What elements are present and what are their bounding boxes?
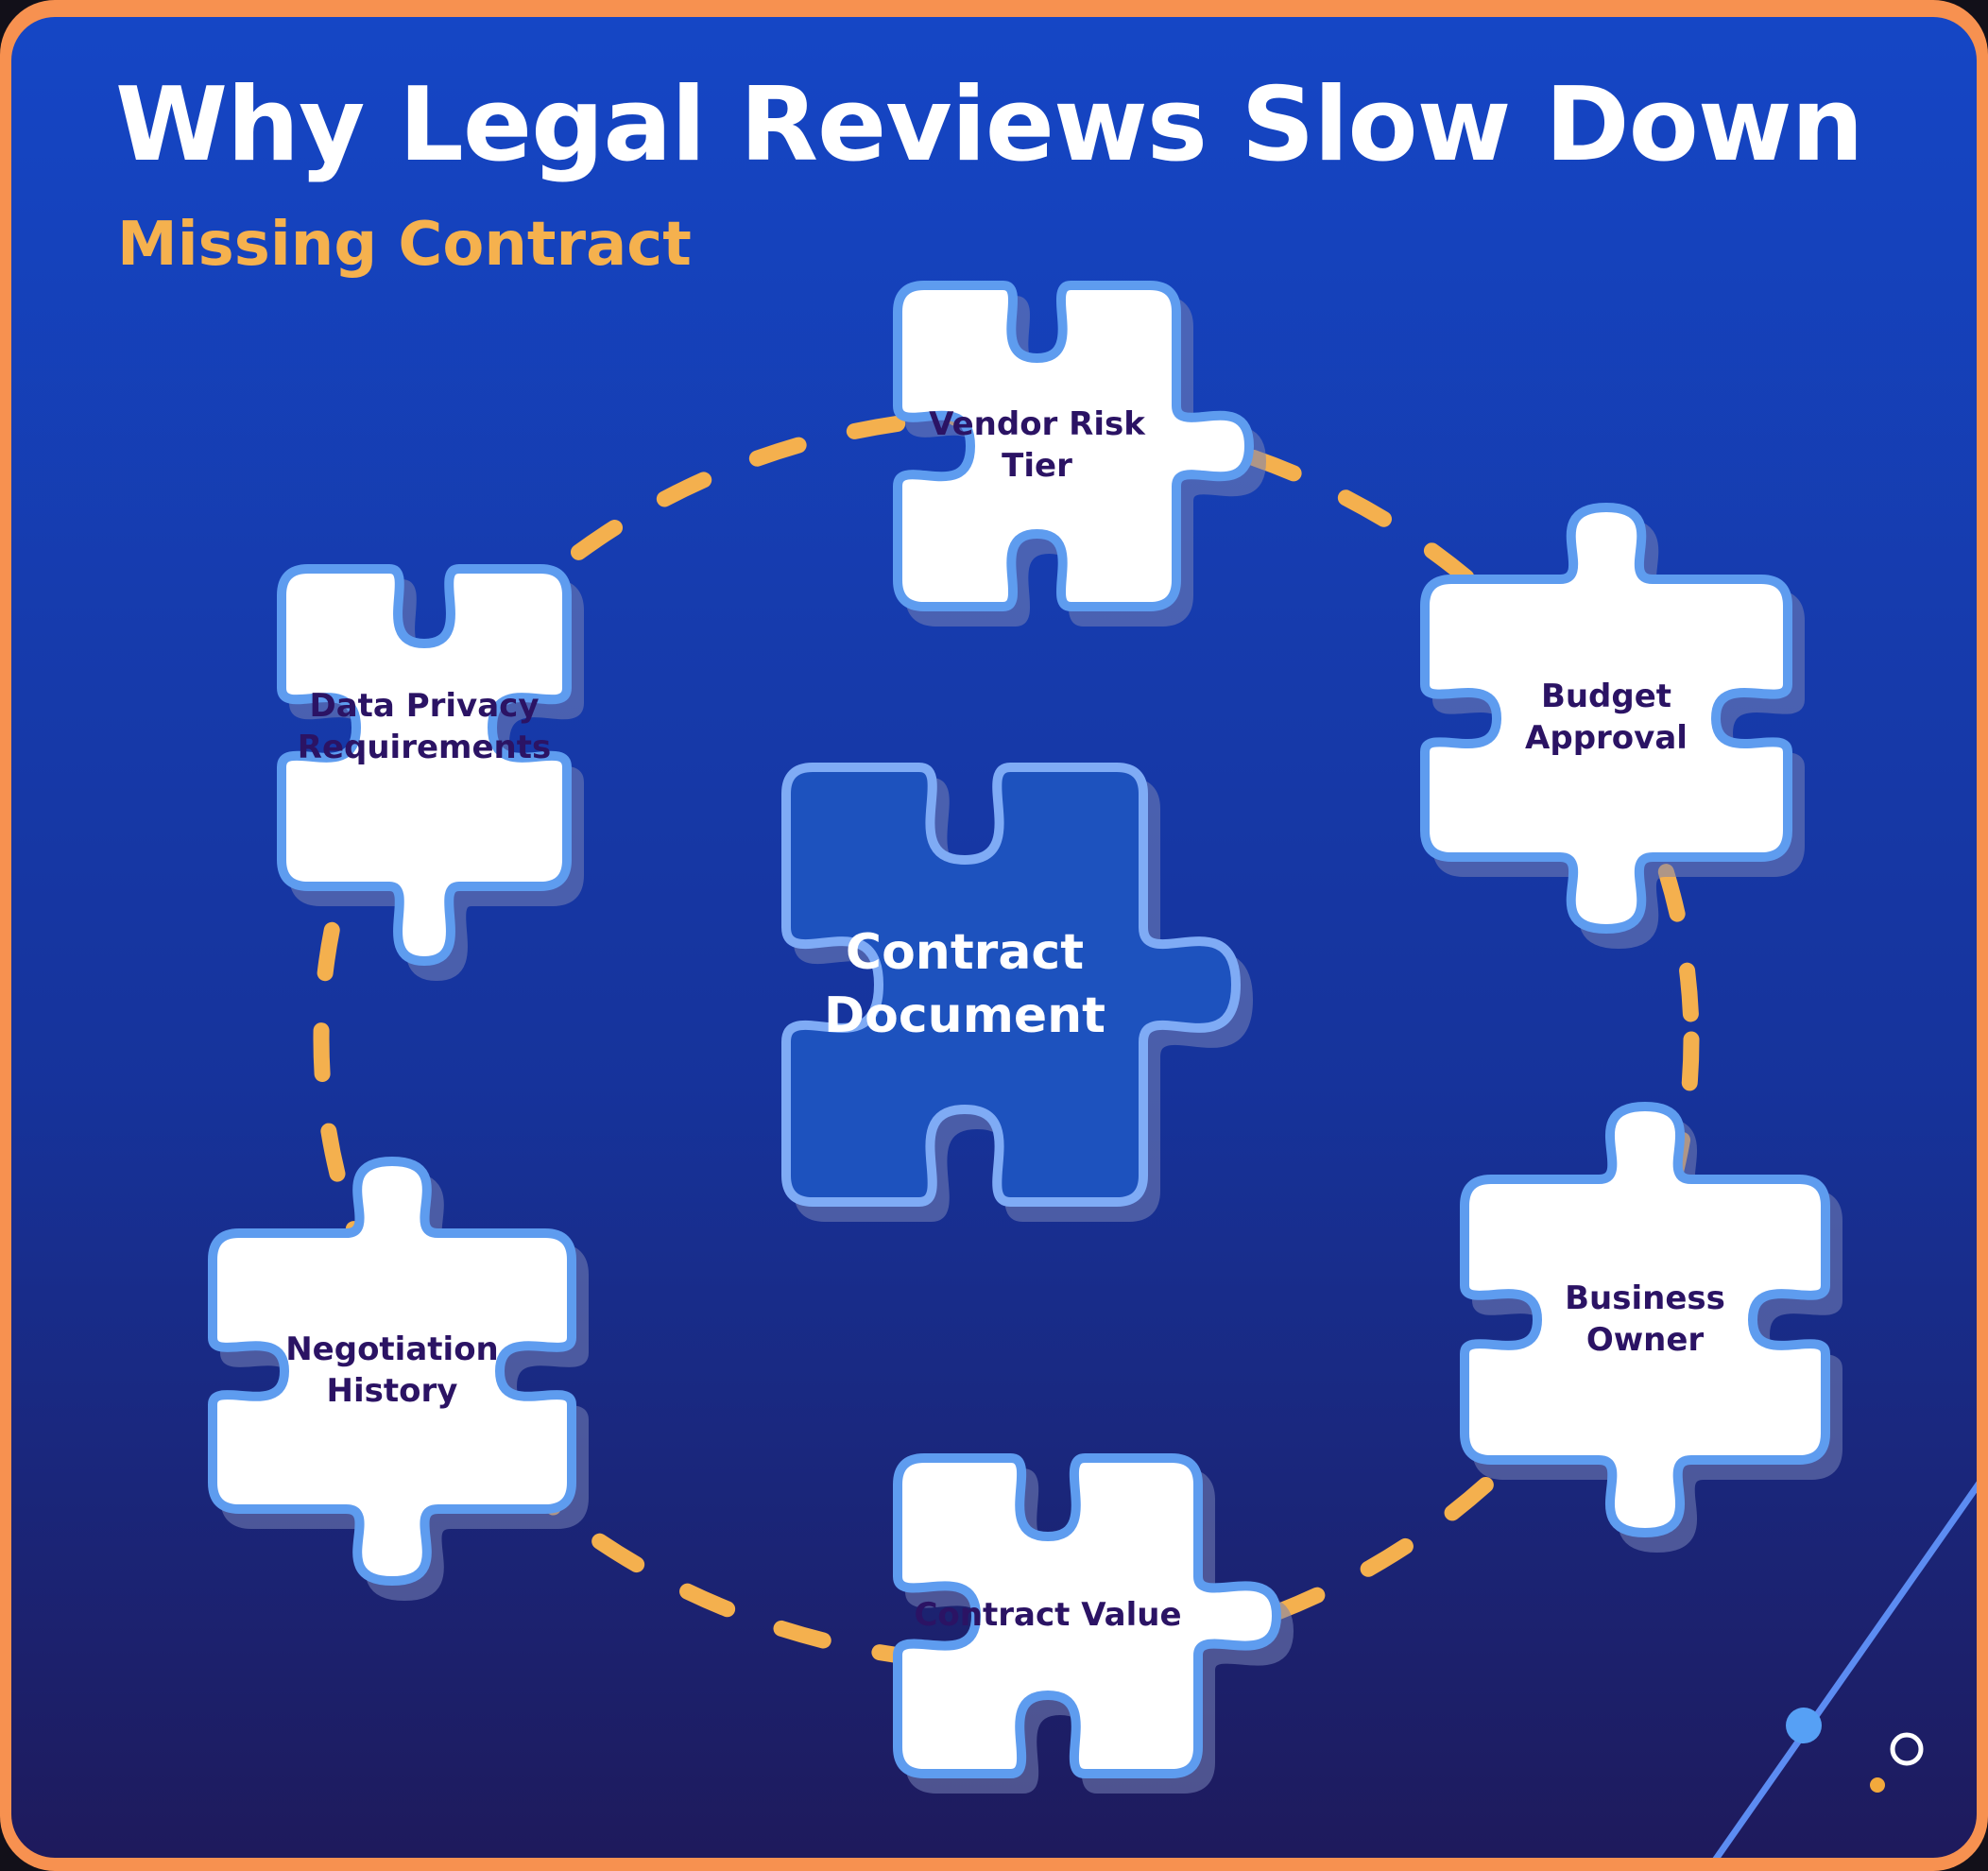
puzzle-piece-shape [1460, 1102, 1830, 1537]
puzzle-piece-vendor-risk-tier: Vendor Risk Tier [893, 281, 1254, 611]
puzzle-piece-shape [208, 1157, 576, 1586]
puzzle-piece-contract-document: Contract Document [781, 763, 1241, 1207]
decor-line [1712, 1481, 1977, 1858]
puzzle-piece-shape [893, 281, 1254, 611]
puzzle-piece-data-privacy-requirements: Data Privacy Requirements [277, 564, 572, 966]
puzzle-piece-contract-value: Contract Value [893, 1453, 1281, 1778]
page-title: Why Legal Reviews Slow Down [115, 66, 1863, 184]
puzzle-piece-budget-approval: Budget Approval [1420, 503, 1792, 934]
decor-dot-blue [1786, 1708, 1822, 1743]
page-subtitle: Missing Contract [117, 210, 692, 280]
decor-ring-icon [1890, 1732, 1924, 1766]
puzzle-piece-shape [893, 1453, 1281, 1778]
puzzle-piece-shape [1420, 503, 1792, 934]
puzzle-piece-shape [781, 763, 1241, 1207]
puzzle-piece-negotiation-history: Negotiation History [208, 1157, 576, 1586]
decor-dot-orange [1870, 1777, 1885, 1793]
puzzle-piece-business-owner: Business Owner [1460, 1102, 1830, 1537]
background-panel: Why Legal Reviews Slow Down Missing Cont… [11, 17, 1977, 1858]
puzzle-piece-shape [277, 564, 572, 966]
